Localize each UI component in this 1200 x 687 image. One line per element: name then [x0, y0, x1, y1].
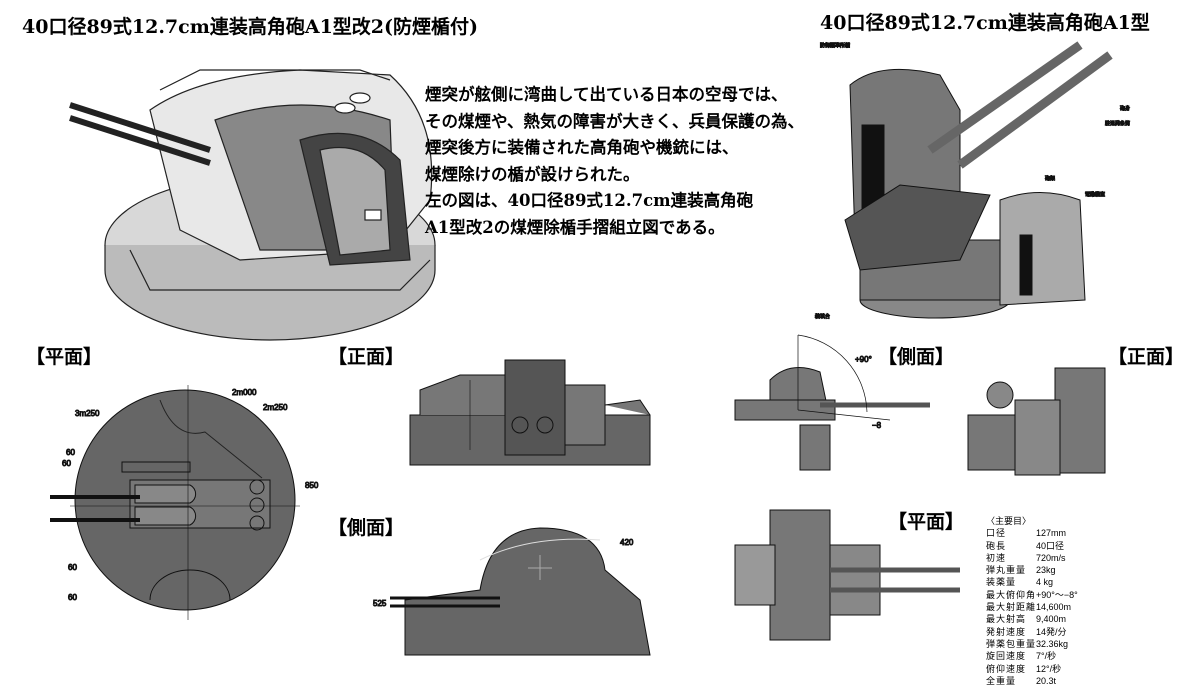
spec-key: 口径: [986, 528, 1007, 539]
right-plan-drawing: [734, 509, 960, 641]
spec-value: 9,400m: [1036, 614, 1067, 625]
spec-row: 装薬量 4 kg: [986, 576, 1078, 588]
spec-key: 初速: [986, 552, 1007, 563]
spec-row: 最大射高 9,400m: [986, 613, 1078, 625]
description-line: A1型改2の煤煙除楯手摺組立図である。: [425, 217, 725, 237]
right-front-drawing: [967, 367, 1106, 476]
left-plan-drawing: 3m250 2m000 2m250 850 60 60 60 60: [50, 385, 319, 620]
spec-row: 砲長 40口径: [986, 540, 1078, 552]
description-line: 煤煙除けの楯が設けられた。: [425, 164, 640, 184]
elevation-min: −8: [872, 421, 882, 430]
section-right-front: 【正面】: [1108, 346, 1185, 368]
spec-key: 装薬量: [986, 577, 1017, 588]
dim-60: 60: [62, 459, 71, 468]
isometric-shield-drawing: [69, 69, 436, 341]
spec-row: 最大俯仰角+90°〜−8°: [986, 589, 1078, 601]
dim-2m250: 2m250: [263, 403, 288, 412]
spec-value: +90°〜−8°: [1036, 589, 1078, 600]
left-side-drawing: 420 525: [373, 527, 651, 656]
spec-key: 発射速度: [986, 626, 1027, 637]
left-title: 40口径89式12.7cm連装高角砲A1型改2(防煙楯付): [22, 16, 478, 38]
spec-row: 口径 127mm: [986, 527, 1078, 539]
spec-value: 14発/分: [1036, 626, 1067, 637]
spec-value: 4 kg: [1036, 577, 1054, 588]
dim-3m250: 3m250: [75, 409, 100, 418]
section-left-plan: 【平面】: [26, 346, 103, 368]
dim-60: 60: [66, 448, 75, 457]
label-barrel: 砲身: [1120, 105, 1130, 112]
spec-heading: 〈主要目〉: [986, 516, 1032, 526]
spec-key: 全重量: [986, 675, 1017, 686]
spec-value: 12°/秒: [1036, 663, 1062, 674]
section-right-plan: 【平面】: [888, 511, 965, 533]
section-left-front: 【正面】: [328, 346, 405, 368]
spec-row: 発射速度 14発/分: [986, 626, 1078, 638]
dim-850: 850: [305, 481, 319, 490]
label-shield: 防御照準所楯: [820, 42, 850, 49]
spec-table: 〈主要目〉 口径 127mm 砲長 40口径初速 720m/s 弾丸重量 23kg 装薬量 4 …: [986, 515, 1078, 687]
elevation-max: +90°: [855, 355, 872, 364]
spec-value: 20.3t: [1036, 675, 1057, 686]
spec-value: 127mm: [1036, 528, 1067, 539]
spec-row: 弾丸重量 23kg: [986, 564, 1078, 576]
spec-row: 旋回速度 7°/秒: [986, 650, 1078, 662]
spec-key: 砲長: [986, 540, 1007, 551]
spec-value: 32.36kg: [1036, 638, 1069, 649]
dim-60: 60: [68, 593, 77, 602]
spec-key: 最大射距離: [986, 602, 1037, 613]
description-line: 煙突が舷側に湾曲して出ている日本の空母では、: [425, 85, 788, 104]
spec-value: 720m/s: [1036, 552, 1066, 563]
description-text: 煙突が舷側に湾曲して出ている日本の空母では、 その煤煙や、熱気の障害が大きく、兵…: [425, 82, 804, 241]
description-line: 煙突後方に装備された高角砲や機銃には、: [425, 138, 739, 157]
spec-key: 最大俯仰角: [986, 589, 1037, 600]
right-title: 40口径89式12.7cm連装高角砲A1型: [820, 12, 1150, 34]
spec-row: 俯仰速度 12°/秒: [986, 663, 1078, 675]
label-recoil: 駐退発条筒: [1105, 120, 1130, 127]
spec-value: 23kg: [1036, 565, 1056, 576]
spec-key: 弾薬包重量: [986, 638, 1037, 649]
dim-2m000: 2m000: [232, 388, 257, 397]
spec-value: 40口径: [1036, 540, 1065, 551]
spec-row: 初速 720m/s: [986, 552, 1078, 564]
spec-key: 俯仰速度: [986, 663, 1027, 674]
spec-value: 14,600m: [1036, 602, 1072, 613]
label-motor: 電動機室: [1085, 191, 1105, 198]
description-line: 左の図は、40口径89式12.7cm連装高角砲: [425, 191, 754, 210]
spec-row: 全重量 20.3t: [986, 675, 1078, 687]
dim-525: 525: [373, 599, 387, 608]
label-loader: 装填台: [815, 313, 830, 320]
spec-value: 7°/秒: [1036, 651, 1057, 662]
left-front-drawing: [409, 359, 651, 466]
description-line: その煤煙や、熱気の障害が大きく、兵員保護の為、: [425, 111, 805, 131]
section-left-side: 【側面】: [328, 517, 405, 539]
right-side-drawing: +90° −8: [734, 334, 930, 471]
dim-60: 60: [68, 563, 77, 572]
spec-key: 弾丸重量: [986, 565, 1027, 576]
spec-key: 旋回速度: [986, 651, 1027, 662]
label-mount: 砲架: [1045, 175, 1055, 182]
spec-key: 最大射高: [986, 614, 1027, 625]
section-right-side: 【側面】: [878, 346, 955, 368]
cutaway-gun-drawing: 防御照準所楯 砲身 駐退発条筒 砲架 電動機室 装填台: [815, 41, 1131, 321]
dim-420: 420: [620, 538, 634, 547]
